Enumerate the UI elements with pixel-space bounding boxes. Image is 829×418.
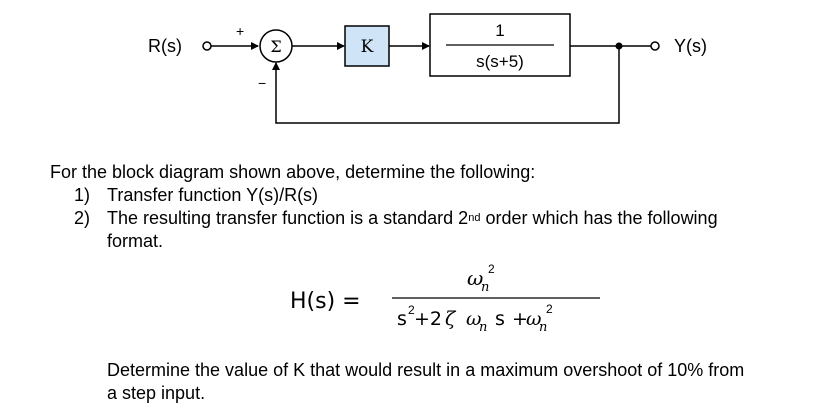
numerator-sub: n	[481, 280, 489, 295]
item-2-number: 2)	[74, 208, 91, 228]
item-2-text-before: The resulting transfer function is a sta…	[107, 208, 469, 228]
denominator-omega2: ω	[526, 308, 542, 330]
denominator-plus2: +2	[414, 308, 442, 330]
minus-sign: −	[258, 75, 266, 91]
final-question-line-2: a step input.	[107, 383, 206, 403]
output-label: Y(s)	[674, 36, 707, 56]
denominator-zeta: ζ	[445, 308, 457, 330]
question-intro: For the block diagram shown above, deter…	[50, 162, 536, 182]
denominator-omega2-sup: 2	[546, 302, 553, 316]
output-terminal	[650, 41, 660, 51]
input-label: R(s)	[148, 36, 182, 56]
transfer-function-formula: H(s) = ω n 2 s 2 +2 ζ ω n s + ω n 2	[290, 262, 600, 335]
denominator-s: s	[397, 308, 407, 330]
denominator-omega-sub: n	[479, 320, 487, 335]
sum-symbol: Σ	[270, 37, 281, 56]
denominator-omega2-sub: n	[539, 320, 547, 335]
denominator-plus: +	[512, 308, 528, 330]
item-2-text-cont: format.	[107, 231, 164, 251]
numerator-sup: 2	[488, 262, 495, 276]
block-diagram: R(s) + Σ − K 1 s(s+5) Y(s)	[148, 13, 707, 124]
gain-label: K	[361, 37, 374, 57]
feedback-path	[272, 46, 620, 124]
item-2-text: The resulting transfer function is a sta…	[107, 207, 718, 232]
formula-lhs: H(s) =	[290, 289, 361, 314]
denominator-omega: ω	[466, 308, 482, 330]
final-question-line-1: Determine the value of K that would resu…	[107, 360, 745, 380]
numerator-omega: ω	[467, 266, 483, 290]
ordinal-suffix: nd	[468, 212, 481, 224]
plant-denominator: s(s+5)	[476, 52, 524, 71]
denominator-s-sup: 2	[408, 303, 415, 317]
plant-numerator: 1	[495, 21, 504, 40]
item-1-number: 1)	[74, 185, 91, 205]
item-1-text: Transfer function Y(s)/R(s)	[107, 185, 319, 205]
input-terminal	[202, 41, 212, 51]
denominator-s2: s	[495, 308, 505, 330]
item-2-text-after: order which has the following	[480, 208, 718, 228]
plus-sign: +	[236, 23, 244, 39]
